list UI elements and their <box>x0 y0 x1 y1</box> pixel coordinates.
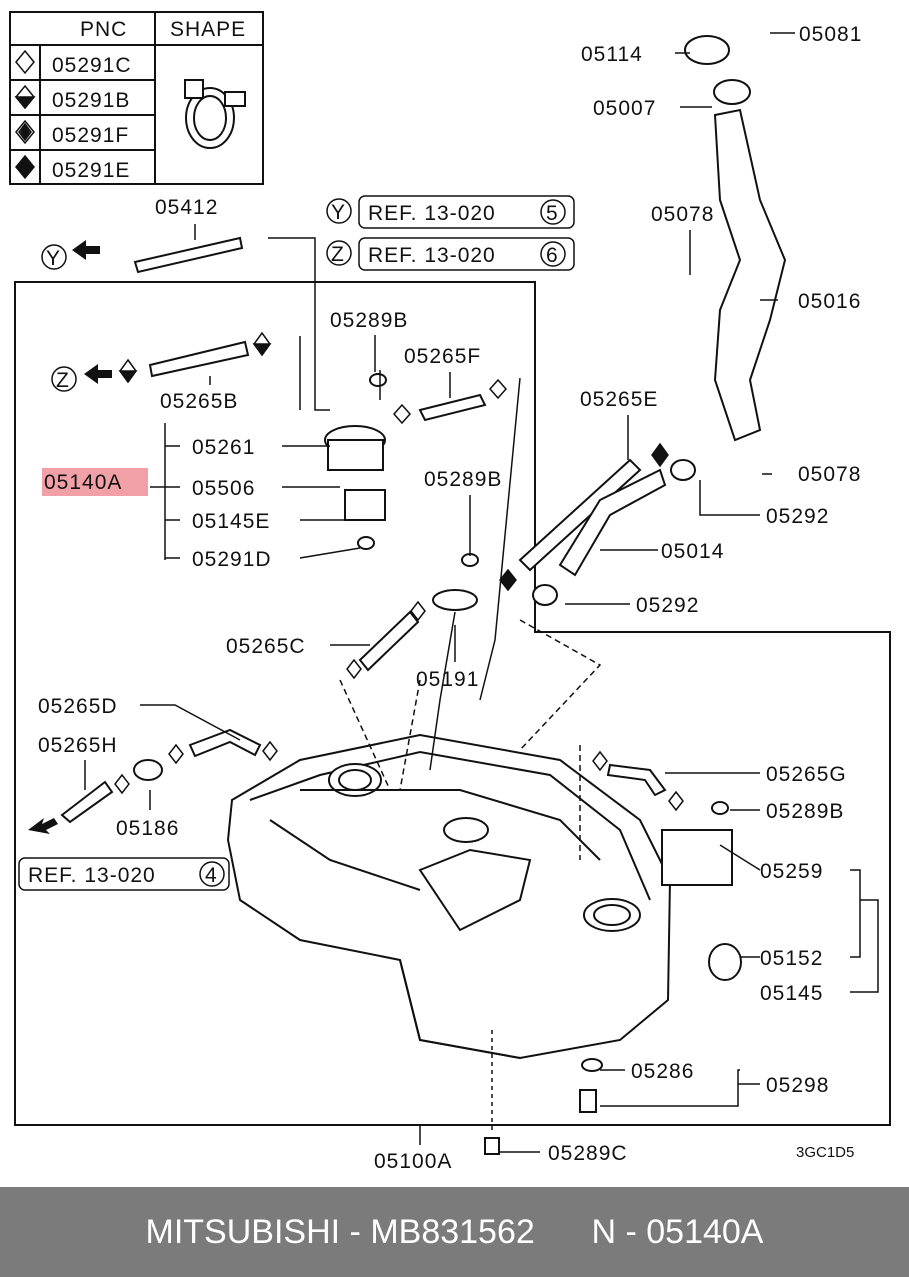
connector-05145E <box>344 489 386 521</box>
fuel-tank <box>226 733 672 1060</box>
label-05186[interactable]: 05186 <box>116 817 179 840</box>
hose-clamp-icon <box>184 79 246 149</box>
label-05292-b[interactable]: 05292 <box>636 594 699 617</box>
footer-pnc: 05140A <box>646 1212 764 1251</box>
label-05114[interactable]: 05114 <box>581 43 643 66</box>
label-05140A[interactable]: 05140A <box>44 471 122 494</box>
footer-sep: - <box>340 1212 371 1251</box>
legend-pnc-4: 05291E <box>52 159 130 182</box>
ref-4-text: REF. 13-020 <box>28 864 156 887</box>
legend-table <box>9 11 264 185</box>
hose-05265E <box>518 458 642 572</box>
label-05289C[interactable]: 05289C <box>548 1142 628 1165</box>
hose-05265H <box>60 780 114 824</box>
label-05506[interactable]: 05506 <box>192 477 255 500</box>
ref-box-y[interactable] <box>358 195 575 229</box>
arrow-left-icon <box>72 240 100 260</box>
parts-diagram: PNC SHAPE 05291C 05291B 05291F 05291E Y … <box>9 11 891 1173</box>
footer-brand: MITSUBISHI <box>145 1212 341 1251</box>
label-05145E[interactable]: 05145E <box>192 510 270 533</box>
label-05100A[interactable]: 05100A <box>374 1150 452 1173</box>
legend-header-pnc: PNC <box>80 18 127 41</box>
hose-05265D <box>188 728 262 758</box>
hose-05265C <box>358 610 420 672</box>
ref-y-num: 5 <box>546 202 559 225</box>
ref-y-text: REF. 13-020 <box>368 202 496 225</box>
diagram-code: 3GC1D5 <box>796 1144 854 1161</box>
label-05265D[interactable]: 05265D <box>38 695 118 718</box>
label-05016[interactable]: 05016 <box>798 290 861 313</box>
label-05265F[interactable]: 05265F <box>404 345 481 368</box>
label-05286[interactable]: 05286 <box>631 1060 694 1083</box>
diamond-empty-icon <box>15 49 35 75</box>
footer-part-number: MB831562 <box>370 1212 535 1251</box>
label-05191[interactable]: 05191 <box>416 668 479 691</box>
footer-sep: - <box>616 1212 647 1251</box>
hose-05265B <box>148 340 250 378</box>
diamond-filled-icon <box>15 154 35 180</box>
ref-box-4[interactable] <box>18 857 230 891</box>
hose-05014 <box>558 468 667 577</box>
ref-box-z[interactable] <box>358 237 575 271</box>
label-05289B-c[interactable]: 05289B <box>766 800 844 823</box>
footer-bar: MITSUBISHI - MB831562 N - 05140A <box>0 1187 909 1277</box>
label-05265C[interactable]: 05265C <box>226 635 306 658</box>
label-05265E[interactable]: 05265E <box>580 388 658 411</box>
ref-z-text: REF. 13-020 <box>368 244 496 267</box>
arrow-z-marker: Z <box>56 369 70 392</box>
label-05007[interactable]: 05007 <box>593 97 656 120</box>
highlight-05140A <box>42 468 148 496</box>
footer-gap <box>535 1213 592 1252</box>
label-05289B-a[interactable]: 05289B <box>330 309 408 332</box>
ref-y-marker-circle <box>326 198 352 224</box>
label-05298[interactable]: 05298 <box>766 1074 829 1097</box>
label-05078-b[interactable]: 05078 <box>798 463 861 486</box>
legend-pnc-3: 05291F <box>52 124 129 147</box>
ref-y-marker: Y <box>331 201 346 224</box>
label-05261[interactable]: 05261 <box>192 436 255 459</box>
label-05412[interactable]: 05412 <box>155 196 218 219</box>
legend-header-shape: SHAPE <box>170 18 246 41</box>
ref-4-num: 4 <box>205 864 218 887</box>
label-05292-a[interactable]: 05292 <box>766 505 829 528</box>
label-05265B[interactable]: 05265B <box>160 390 238 413</box>
label-05265H[interactable]: 05265H <box>38 734 118 757</box>
hose-05412 <box>133 236 244 274</box>
label-05078-a[interactable]: 05078 <box>651 203 714 226</box>
arrow-y-marker: Y <box>46 247 61 270</box>
ref-z-num: 6 <box>546 244 559 267</box>
arrow-left-icon <box>84 364 112 384</box>
assembly-frame <box>14 281 891 1126</box>
hose-05265F <box>418 393 487 422</box>
sender-unit <box>661 829 733 886</box>
label-05081[interactable]: 05081 <box>799 23 862 46</box>
legend-pnc-2: 05291B <box>52 89 130 112</box>
label-05145[interactable]: 05145 <box>760 982 823 1005</box>
arrow-down-left-icon <box>28 818 58 834</box>
label-05289B-b[interactable]: 05289B <box>424 468 502 491</box>
fuel-cap[interactable] <box>684 35 730 65</box>
label-05152[interactable]: 05152 <box>760 947 823 970</box>
label-05291D[interactable]: 05291D <box>192 548 272 571</box>
label-05014[interactable]: 05014 <box>661 540 724 563</box>
filler-neck <box>713 108 787 442</box>
legend-pnc-1: 05291C <box>52 54 132 77</box>
label-05265G[interactable]: 05265G <box>766 763 847 786</box>
label-05259[interactable]: 05259 <box>760 860 823 883</box>
footer-prefix: N <box>591 1212 617 1251</box>
ref-z-marker: Z <box>331 243 345 266</box>
hose-05265G <box>606 763 667 797</box>
